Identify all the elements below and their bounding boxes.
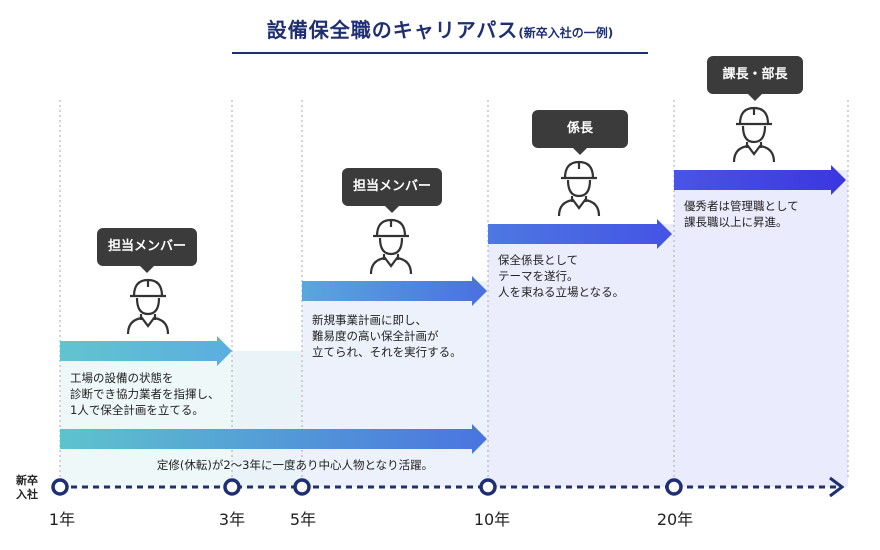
role-bubble-manager: 課長・部長 — [707, 56, 803, 101]
desc-stage-1: 工場の設備の状態を 診断でき協力業者を指揮し、 1人で保全計画を立てる。 — [70, 371, 220, 417]
desc-stage-3: 保全係長として テーマを遂行。 人を束ねる立場となる。 — [498, 253, 625, 299]
desc-stage-2: 新規事業計画に即し、 難易度の高い保全計画が 立てられ、それを実行する。 — [312, 313, 462, 359]
title-main: 設備保全職のキャリアパス — [266, 18, 519, 42]
stage-arrow-4 — [674, 165, 846, 195]
year-label-10: 10年 — [473, 510, 511, 529]
stage-bg-1 — [60, 351, 232, 487]
year-label-1: 1年 — [48, 510, 76, 529]
title-sub: (新卒入社の一例) — [518, 26, 614, 40]
stage-bg-3 — [302, 281, 488, 487]
stage-bg-5 — [674, 170, 848, 487]
timeline-arrowhead — [829, 476, 845, 498]
worker-helmet-icon — [557, 160, 601, 217]
rotation-arrow — [60, 424, 487, 454]
stage-arrow-1 — [60, 336, 232, 366]
start-label: 新卒 入社 — [16, 474, 38, 501]
timeline-node-10 — [479, 478, 497, 496]
timeline-node-5 — [293, 478, 311, 496]
timeline-node-3 — [223, 478, 241, 496]
year-label-20: 20年 — [656, 510, 694, 529]
stage-arrow-3 — [488, 219, 672, 249]
desc-stage-4: 優秀者は管理職として 課長職以上に昇進。 — [684, 199, 799, 229]
worker-helmet-icon — [732, 106, 776, 163]
year-label-3: 3年 — [218, 510, 246, 529]
year-guides — [59, 100, 849, 478]
page-title: 設備保全職のキャリアパス(新卒入社の一例) — [0, 14, 880, 43]
year-label-5: 5年 — [289, 510, 317, 529]
timeline-node-20 — [665, 478, 683, 496]
worker-helmet-icon — [126, 278, 170, 335]
rotation-note: 定修(休転)が2〜3年に一度あり中心人物となり活躍。 — [156, 458, 434, 472]
worker-helmet-icon — [369, 218, 413, 275]
stage-arrow-2 — [302, 276, 487, 306]
stage-bg-2 — [232, 351, 302, 487]
role-bubble-chief: 係長 — [532, 110, 628, 155]
role-bubble-member-2: 担当メンバー — [342, 168, 442, 213]
timeline-node-1 — [51, 478, 69, 496]
role-bubble-member-1: 担当メンバー — [97, 228, 197, 273]
stage-bg-4 — [488, 224, 674, 487]
title-underline — [232, 52, 648, 54]
